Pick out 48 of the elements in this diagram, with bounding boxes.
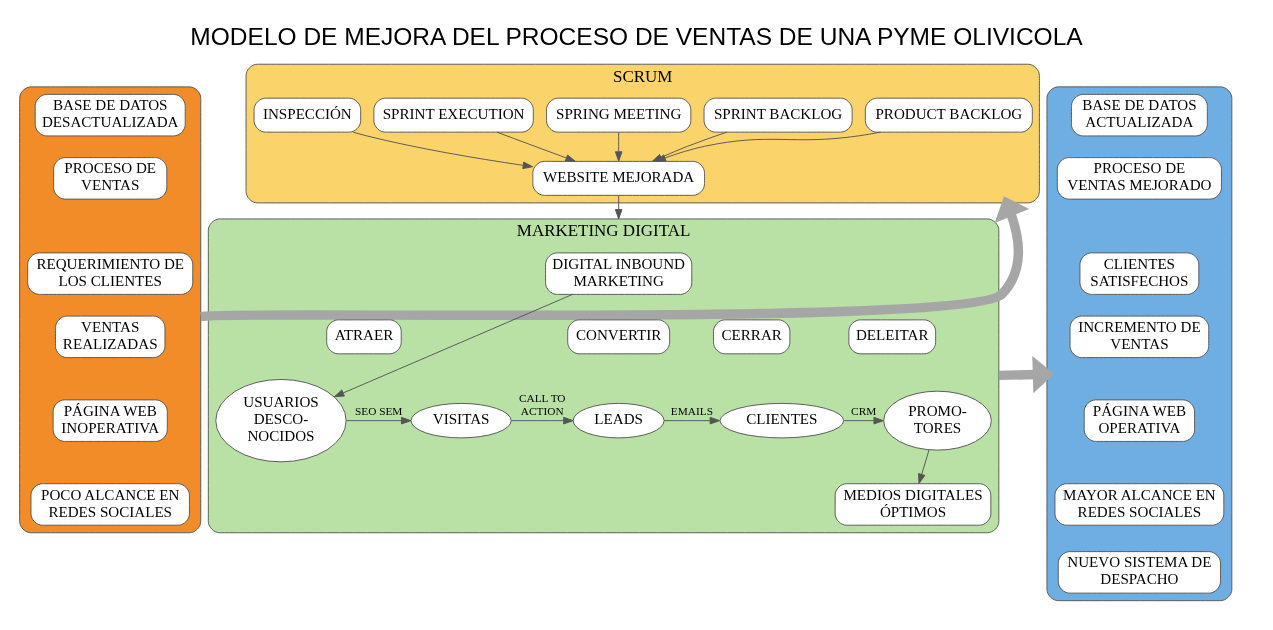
arrow: [510, 416, 574, 425]
arrow: [998, 355, 1055, 394]
node-box: DIGITAL INBOUND MARKETING: [545, 252, 693, 295]
node-box: MAYOR ALCANCE EN REDES SOCIALES: [1054, 483, 1225, 526]
node-box: SPRINT EXECUTION: [373, 97, 534, 133]
node-box: DELEITAR: [848, 319, 937, 355]
cluster: [19, 86, 202, 534]
diagram-title: MODELO DE MEJORA DEL PROCESO DE VENTAS DE UNA PYME OLIVICOLA: [190, 23, 1083, 51]
arrow: [843, 416, 884, 425]
node-box: PROCESO DE VENTAS MEJORADO: [1056, 157, 1222, 200]
node-box: PRODUCT BACKLOG: [864, 97, 1033, 133]
node-box: WEBSITE MEJORADA: [532, 160, 705, 196]
edge-label: EMAILS: [670, 404, 713, 417]
node-ellipse: VISITAS: [410, 402, 512, 439]
node-box: POCO ALCANCE EN REDES SOCIALES: [30, 483, 190, 526]
node-box: PÁGINA WEB OPERATIVA: [1083, 399, 1196, 442]
node-box: VENTAS REALIZADAS: [55, 315, 166, 359]
node-ellipse: LEADS: [572, 402, 665, 439]
node-box: PÁGINA WEB INOPERATIVA: [52, 399, 168, 442]
node-box: REQUERIMIENTO DE LOS CLIENTES: [27, 252, 194, 295]
arrow: [918, 449, 930, 485]
cluster: [1046, 86, 1233, 602]
node-box: BASE DE DATOS DESACTUALIZADA: [34, 93, 186, 137]
node-box: CERRAR: [713, 319, 791, 355]
node-box: PROCESO DE VENTAS: [53, 157, 168, 200]
node-box: INSPECCIÓN: [253, 97, 362, 133]
node-box: MEDIOS DIGITALES ÓPTIMOS: [834, 483, 992, 526]
node-box: INCREMENTO DE VENTAS: [1069, 315, 1210, 359]
arrow: [614, 195, 623, 220]
edge-label: CRM: [851, 404, 877, 417]
arrow: [496, 131, 576, 162]
node-box: NUEVO SISTEMA DE DESPACHO: [1057, 551, 1221, 594]
node-box: BASE DE DATOS ACTUALIZADA: [1071, 93, 1208, 137]
arrow: [663, 416, 721, 425]
edge-label: CALL TO ACTION: [518, 392, 566, 417]
node-box: ATRAER: [326, 319, 402, 355]
arrow: [200, 196, 1030, 322]
node-box: SPRINT BACKLOG: [703, 97, 853, 133]
node-box: CONVERTIR: [567, 319, 671, 355]
node-box: SPRING MEETING: [546, 97, 692, 133]
arrow: [333, 294, 573, 398]
arrow: [352, 131, 534, 170]
node-box: CLIENTES SATISFECHOS: [1079, 252, 1200, 295]
node-ellipse: PROMO- TORES: [883, 390, 992, 451]
node-ellipse: CLIENTES: [719, 402, 845, 439]
arrow: [346, 416, 412, 425]
arrow: [614, 131, 623, 162]
edge-label: SEO SEM: [354, 404, 403, 417]
